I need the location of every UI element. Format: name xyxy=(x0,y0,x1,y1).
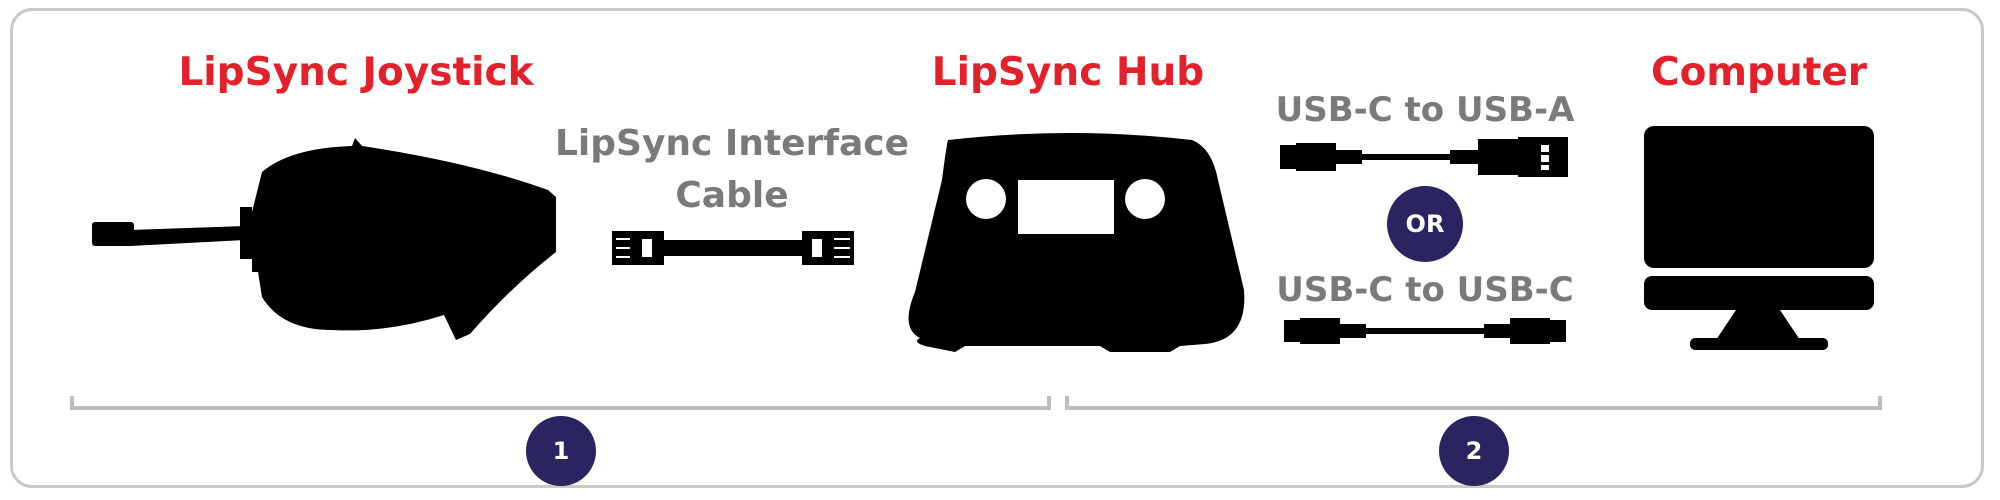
step-1-bracket xyxy=(70,396,1051,410)
interface-cable-label: LipSync Interface Cable xyxy=(555,118,909,222)
diagram-frame xyxy=(10,8,1984,488)
hub-icon xyxy=(908,133,1245,352)
computer-label: Computer xyxy=(1650,50,1868,95)
or-badge: OR xyxy=(1387,186,1463,262)
step-2-badge: 2 xyxy=(1439,416,1509,486)
usb-c-cable-label: USB-C to USB-C xyxy=(1276,270,1574,310)
usb-c-cable-icon xyxy=(1284,318,1566,344)
usb-a-cable-icon xyxy=(1280,137,1568,177)
monitor-icon xyxy=(1644,126,1874,350)
joystick-label: LipSync Joystick xyxy=(178,50,534,95)
step-1-badge: 1 xyxy=(526,416,596,486)
step-2-bracket xyxy=(1065,396,1882,410)
joystick-icon xyxy=(92,138,556,340)
ethernet-cable-icon xyxy=(612,231,854,265)
interface-cable-label-line1: LipSync Interface xyxy=(554,123,910,164)
interface-cable-label-line2: Cable xyxy=(675,175,789,216)
usb-a-cable-label: USB-C to USB-A xyxy=(1275,90,1575,130)
hub-label: LipSync Hub xyxy=(931,50,1205,95)
